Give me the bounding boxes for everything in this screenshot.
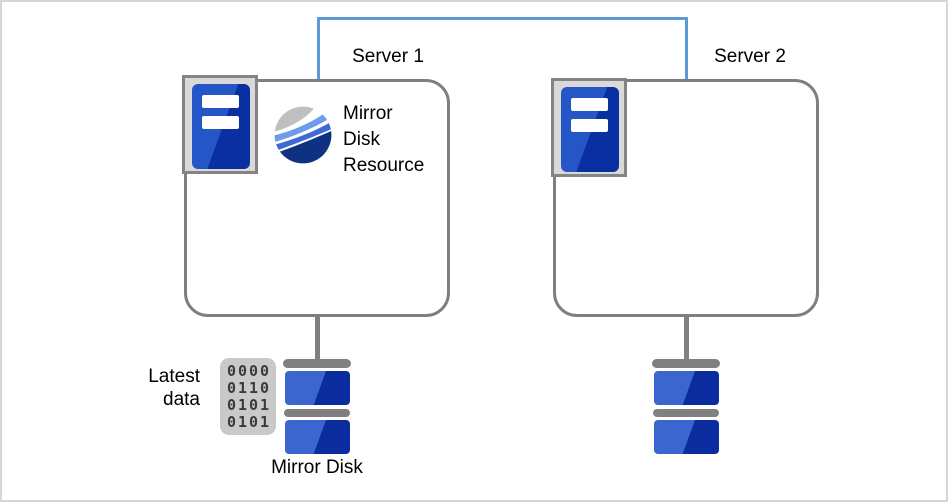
server2-disk-connector	[684, 315, 689, 360]
disk-cap	[652, 359, 720, 368]
heartbeat-horizontal-segment	[317, 17, 688, 20]
mirror-disk-label: Mirror Disk	[271, 457, 363, 478]
server1-label: Server 1	[352, 46, 424, 67]
disk-cap	[283, 359, 351, 368]
binary-row: 0101	[226, 413, 272, 431]
disk-platter	[654, 371, 719, 405]
heartbeat-right-segment	[685, 17, 688, 79]
disk-platter	[285, 371, 350, 405]
server-tower-bar	[571, 119, 608, 132]
binary-data-icon: 0000 0110 0101 0101	[220, 358, 276, 435]
binary-row: 0101	[226, 396, 272, 414]
wave-band-mid-blue	[274, 121, 332, 153]
server1-disk-connector	[315, 315, 320, 360]
server-tower-bar	[202, 116, 239, 129]
server-icon	[182, 75, 258, 174]
binary-row: 0110	[226, 379, 272, 397]
mirror-disk-resource-label: Mirror Disk Resource	[343, 103, 425, 176]
disk-separator	[284, 409, 350, 417]
disk-separator	[653, 409, 719, 417]
disk-platter	[654, 420, 719, 454]
disk-platter	[285, 420, 350, 454]
wave-band-light-blue	[274, 109, 332, 144]
server-tower-bar	[202, 95, 239, 108]
server-tower	[561, 87, 619, 172]
server-tower-bar	[571, 98, 608, 111]
server-icon	[551, 78, 627, 177]
wave-band-navy	[274, 130, 332, 164]
server-tower	[192, 84, 250, 169]
disk-stack-icon	[652, 359, 720, 454]
heartbeat-left-segment	[317, 17, 320, 79]
disk-stack-icon	[283, 359, 351, 454]
mirror-wave-sphere-icon	[274, 106, 332, 164]
server2-label: Server 2	[714, 46, 786, 67]
latest-data-label: Latest data	[148, 366, 200, 410]
binary-row: 0000	[226, 362, 272, 380]
